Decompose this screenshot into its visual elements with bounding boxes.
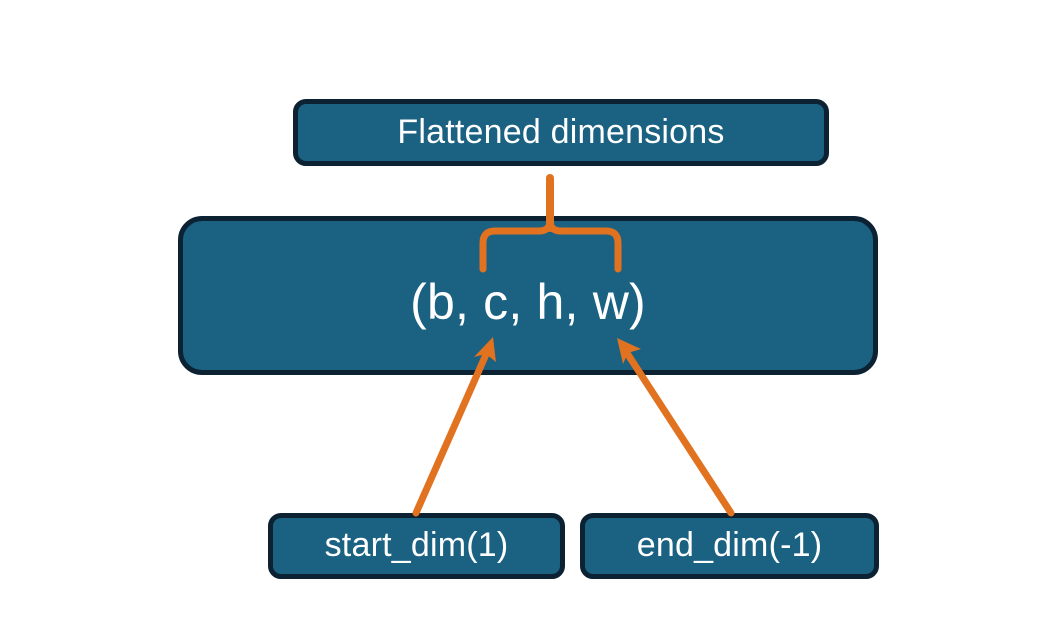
- end-dim-label: end_dim(-1): [636, 526, 823, 565]
- tensor-shape-box: (b, c, h, w): [178, 216, 878, 375]
- end-dim-box: end_dim(-1): [580, 513, 879, 579]
- flattened-dimensions-label: Flattened dimensions: [397, 112, 725, 151]
- start-dim-label: start_dim(1): [324, 526, 509, 565]
- tensor-shape-label: (b, c, h, w): [410, 274, 646, 331]
- start-dim-box: start_dim(1): [268, 513, 565, 579]
- flattened-dimensions-box: Flattened dimensions: [293, 99, 829, 166]
